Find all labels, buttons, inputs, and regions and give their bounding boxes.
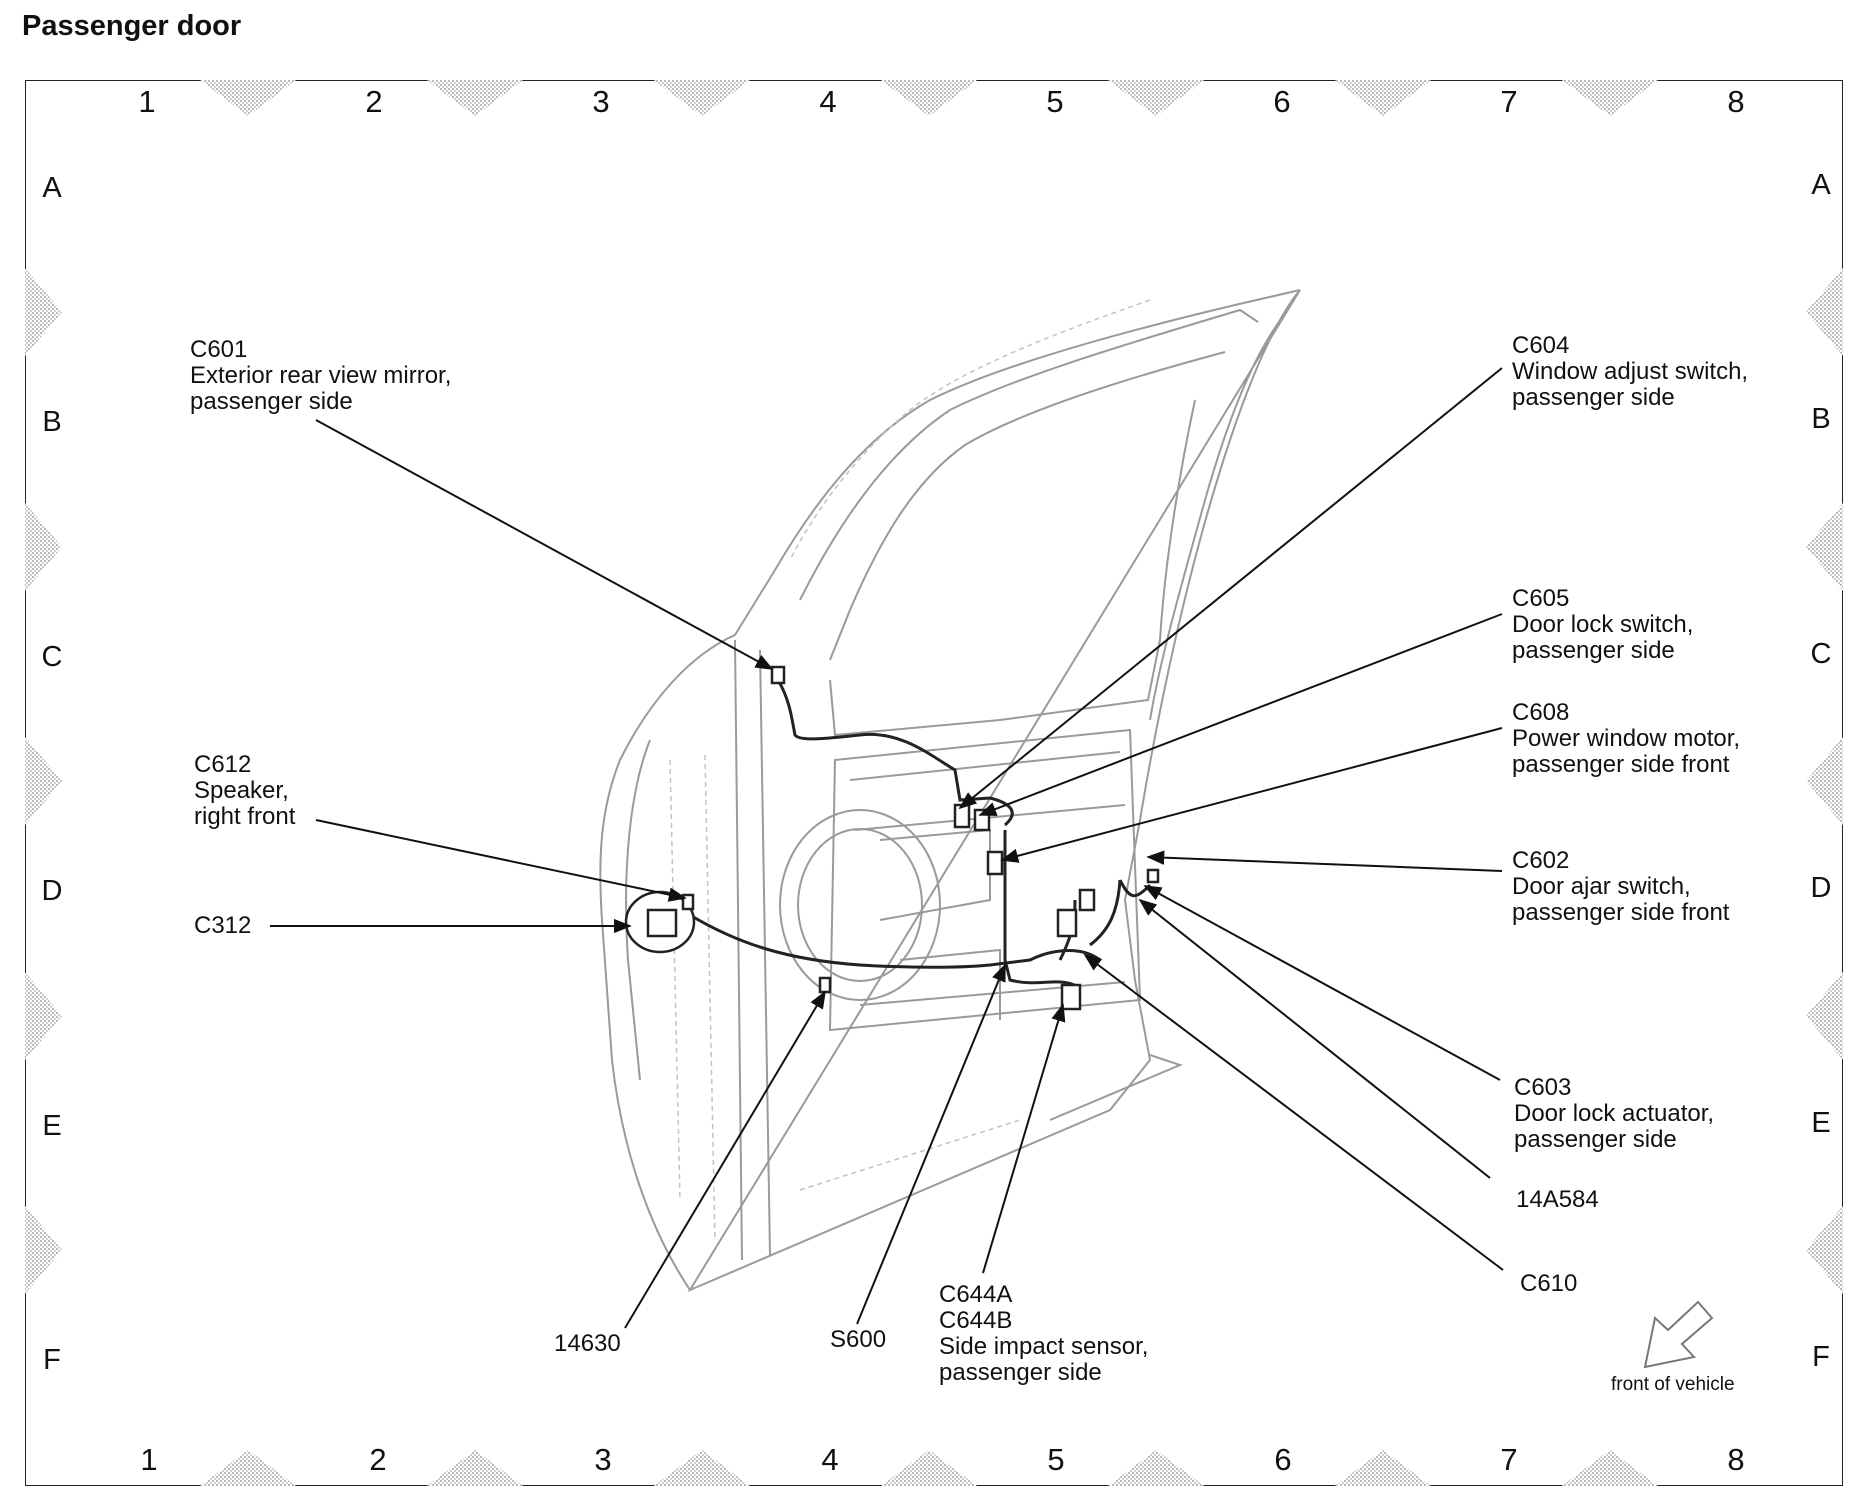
leader-c603 (1143, 885, 1501, 1081)
leader-c604 (958, 367, 1503, 810)
callout-14a584: 14A584 (1516, 1187, 1599, 1213)
connector-id: C312 (194, 912, 252, 939)
connector-desc: Door lock switch, (1512, 611, 1694, 638)
connector-desc: Door lock actuator, (1514, 1100, 1715, 1127)
callout-c312: C312 (194, 913, 251, 939)
connector-id: C605 (1512, 585, 1570, 612)
callout-c644: C644A C644B Side impact sensor, passenge… (939, 1282, 1148, 1386)
grid-col-top-4: 4 (819, 84, 837, 119)
connector-desc: passenger side (190, 388, 353, 415)
grid-col-bottom-1: 1 (140, 1442, 158, 1477)
grid-col-bottom-4: 4 (821, 1442, 839, 1477)
grid-col-top-5: 5 (1046, 84, 1064, 119)
grid-row-right-e: E (1811, 1107, 1831, 1139)
callout-c605: C605 Door lock switch, passenger side (1512, 586, 1693, 664)
component-id: 14A584 (1516, 1186, 1599, 1213)
grid-col-top-2: 2 (365, 84, 383, 119)
leader-14630 (624, 990, 826, 1329)
callout-c603: C603 Door lock actuator, passenger side (1514, 1075, 1714, 1153)
leader-c602 (1146, 850, 1503, 872)
grid-col-top-3: 3 (592, 84, 610, 119)
connector-desc: passenger side (1514, 1126, 1677, 1153)
connector-desc: passenger side (1512, 637, 1675, 664)
connector-desc: Speaker, (194, 777, 289, 804)
front-of-vehicle-arrow-icon (1643, 1300, 1714, 1369)
connector-id: C644B (939, 1307, 1013, 1334)
splice-id: S600 (830, 1326, 887, 1353)
page-title: Passenger door (22, 10, 242, 42)
grid-row-right-d: D (1810, 872, 1832, 904)
grid-col-bottom-3: 3 (594, 1442, 612, 1477)
grid-col-bottom-2: 2 (369, 1442, 387, 1477)
callout-c610: C610 (1520, 1271, 1577, 1297)
connector-desc: passenger side (939, 1359, 1102, 1386)
grid-col-bottom-7: 7 (1500, 1442, 1518, 1477)
grid-col-bottom-5: 5 (1047, 1442, 1065, 1477)
grid-row-left-b: B (42, 406, 62, 438)
connector-desc: passenger side front (1512, 751, 1730, 778)
grid-col-bottom-8: 8 (1727, 1442, 1745, 1477)
connector-id: C608 (1512, 699, 1570, 726)
grid-row-right-f: F (1812, 1341, 1830, 1373)
grid-row-right-a: A (1811, 169, 1831, 201)
leader-c608 (1000, 727, 1503, 863)
connector-id: C644A (939, 1281, 1013, 1308)
grid-col-top-6: 6 (1273, 84, 1291, 119)
callout-14630: 14630 (554, 1331, 621, 1357)
connector-desc: Window adjust switch, (1512, 358, 1749, 385)
connector-desc: Power window motor, (1512, 725, 1741, 752)
leader-c610 (1083, 953, 1504, 1271)
grid-col-top-1: 1 (138, 84, 156, 119)
grid-markers (25, 80, 1843, 1486)
grid-row-left-d: D (41, 875, 63, 907)
connector-desc: Side impact sensor, (939, 1333, 1149, 1360)
grid-col-top-7: 7 (1500, 84, 1518, 119)
connector-id: C604 (1512, 332, 1570, 359)
connector-id: C603 (1514, 1074, 1572, 1101)
leader-c612 (315, 819, 687, 902)
connector-desc: Exterior rear view mirror, (190, 362, 452, 389)
front-of-vehicle-label: front of vehicle (1611, 1374, 1735, 1395)
callout-s600: S600 (830, 1327, 886, 1353)
grid-row-left-a: A (42, 172, 62, 204)
leader-s600 (856, 963, 1006, 1325)
connector-id: C602 (1512, 847, 1570, 874)
callout-c601: C601 Exterior rear view mirror, passenge… (190, 337, 451, 415)
leader-14a584 (1138, 898, 1491, 1179)
connector-desc: Door ajar switch, (1512, 873, 1691, 900)
grid-row-left-f: F (43, 1344, 61, 1376)
grid-row-right-c: C (1810, 638, 1832, 670)
connector-desc: passenger side (1512, 384, 1675, 411)
callout-c608: C608 Power window motor, passenger side … (1512, 700, 1740, 778)
grid-col-bottom-6: 6 (1274, 1442, 1292, 1477)
leader-c605 (978, 613, 1503, 816)
connector-id: C612 (194, 751, 252, 778)
leader-c601 (315, 419, 774, 670)
grid-col-top-8: 8 (1727, 84, 1745, 119)
component-id: 14630 (554, 1330, 621, 1357)
connector-id: C601 (190, 336, 248, 363)
grid-row-left-e: E (42, 1110, 62, 1142)
callout-c602: C602 Door ajar switch, passenger side fr… (1512, 848, 1729, 926)
connector-desc: passenger side front (1512, 899, 1730, 926)
connector-desc: right front (194, 803, 296, 830)
leader-c644 (982, 1003, 1066, 1274)
callout-c604: C604 Window adjust switch, passenger sid… (1512, 333, 1748, 411)
connector-id: C610 (1520, 1270, 1578, 1297)
grid-row-left-c: C (41, 641, 63, 673)
grid-row-right-b: B (1811, 403, 1831, 435)
callout-c612: C612 Speaker, right front (194, 752, 295, 830)
